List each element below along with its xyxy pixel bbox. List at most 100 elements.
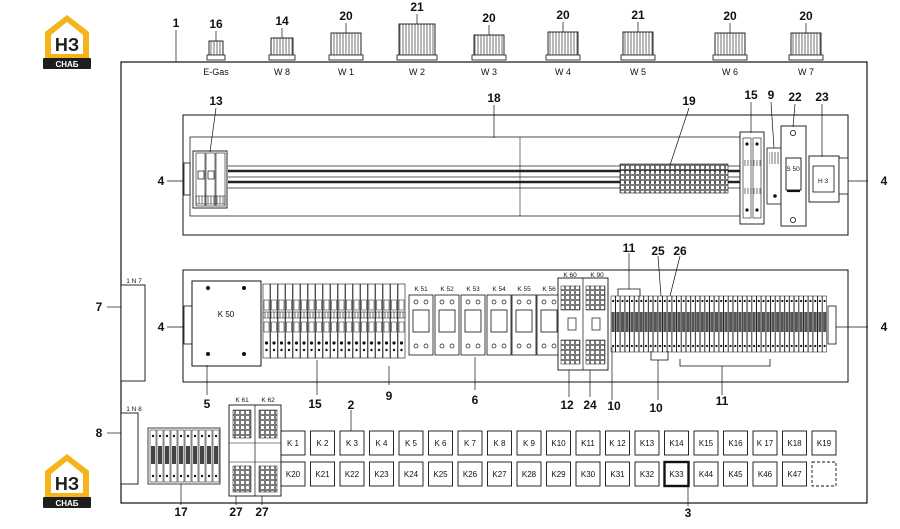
connector-label: E-Gas: [203, 67, 229, 77]
terminal: [822, 295, 827, 353]
breaker-rail: [262, 311, 406, 319]
breaker-module: [270, 283, 278, 359]
relay-k21: K21: [310, 461, 335, 487]
relay-module-label: K 55: [517, 286, 531, 293]
relay-label: K13: [640, 439, 655, 448]
relay-label: K26: [463, 470, 478, 479]
relay-label: K 3: [346, 439, 359, 448]
connector-label: W 7: [798, 67, 814, 77]
connector-base: [471, 54, 507, 61]
breaker-module: [315, 283, 323, 359]
connector-label: W 2: [409, 67, 425, 77]
connector-base: [788, 54, 824, 61]
relay-label: K 1: [287, 439, 300, 448]
callout-27-right: 27: [255, 505, 269, 519]
relay-module-2: K 52: [434, 286, 460, 356]
connector-base: [328, 54, 364, 61]
relay-module-6: K 56: [536, 286, 562, 356]
connector-label: W 8: [274, 67, 290, 77]
callout-15-upper: 15: [744, 88, 758, 102]
callout-25: 25: [651, 244, 665, 258]
connector-label: W 6: [722, 67, 738, 77]
relay-module-label: K 52: [440, 286, 454, 293]
connector-callout: 20: [799, 9, 813, 23]
relay-k33: K33: [663, 460, 690, 488]
connector-5: W 3 20: [471, 11, 507, 77]
terminal: [812, 295, 818, 353]
terminal-block-15-upper: [739, 131, 765, 225]
connector-callout: 20: [482, 11, 496, 25]
terminal: [732, 295, 738, 353]
breaker-module: [352, 283, 361, 359]
connector-label: W 4: [555, 67, 571, 77]
terminal: [667, 295, 672, 353]
relay-module-label: K 54: [492, 286, 506, 293]
callout-12: 12: [560, 398, 574, 412]
terminal: [718, 295, 724, 353]
fuse-box-22: [780, 125, 807, 227]
relay-k1: K 1: [280, 430, 306, 456]
terminal: [671, 295, 677, 353]
relay-label: K45: [728, 470, 743, 479]
breaker-module: [390, 283, 398, 359]
terminal: [690, 295, 696, 353]
terminal: [704, 295, 710, 353]
breaker-row-15: [262, 283, 406, 359]
bracket-11-bottom: [679, 359, 771, 367]
callout-27-left: 27: [229, 505, 243, 519]
terminal: [737, 295, 743, 353]
terminal: [742, 295, 748, 353]
relay-k13: K13: [634, 430, 660, 456]
terminal: [789, 295, 795, 353]
connector-3: W 1 20: [328, 9, 364, 77]
relay-k26: K26: [457, 461, 483, 487]
connector-base: [268, 54, 296, 61]
bracket-11-top: [617, 288, 641, 296]
relay-label: K44: [699, 470, 714, 479]
relay-module-4: K 54: [486, 286, 512, 356]
relay-k62-label: K 62: [261, 397, 275, 404]
terminal: [648, 295, 654, 353]
relay-k9: K 9: [516, 430, 542, 456]
relay-label: K25: [433, 470, 448, 479]
connector-body: [622, 31, 654, 60]
breaker-module: [345, 283, 353, 359]
relay-label: K11: [581, 439, 595, 448]
strip-1n7: [120, 284, 146, 382]
terminal: [657, 295, 663, 353]
relay-label: K20: [286, 470, 301, 479]
relay-label: K16: [728, 439, 743, 448]
relay-k11: K11: [575, 430, 601, 456]
relay-label: K32: [640, 470, 655, 479]
relay-label: K 8: [493, 439, 506, 448]
relay-module-label: K 51: [414, 286, 428, 293]
connector-base: [545, 54, 581, 61]
main-relay-k50: [191, 280, 262, 367]
relay-pair-k61-k62: [228, 404, 282, 497]
relay-k14: K14: [664, 430, 689, 456]
relay-k32: K32: [634, 461, 660, 487]
relay-label: K47: [787, 470, 802, 479]
terminal: [770, 295, 776, 353]
relay-k8: K 8: [487, 430, 512, 456]
bracket-10: [650, 351, 669, 361]
terminal: [784, 295, 790, 353]
relay-k47: K47: [782, 461, 807, 487]
relay-k23: K23: [369, 461, 394, 487]
mount-right-upper: [838, 157, 849, 195]
relay-k29: K29: [546, 461, 571, 487]
relay-label: K30: [581, 470, 596, 479]
connector-callout: 20: [339, 9, 353, 23]
connector-label: W 1: [338, 67, 354, 77]
relay-label: K 7: [464, 439, 477, 448]
terminal: [817, 295, 823, 353]
connector-8: W 620: [712, 9, 748, 77]
relay-label: K33: [669, 470, 684, 479]
relay-k24: K24: [398, 461, 424, 487]
relay-k25: K25: [428, 461, 453, 487]
terminal: [751, 295, 757, 353]
connector-callout: 14: [275, 14, 289, 28]
connector-label: W 3: [481, 67, 497, 77]
callout-10-left: 10: [607, 399, 621, 413]
breaker-module: [330, 283, 338, 359]
